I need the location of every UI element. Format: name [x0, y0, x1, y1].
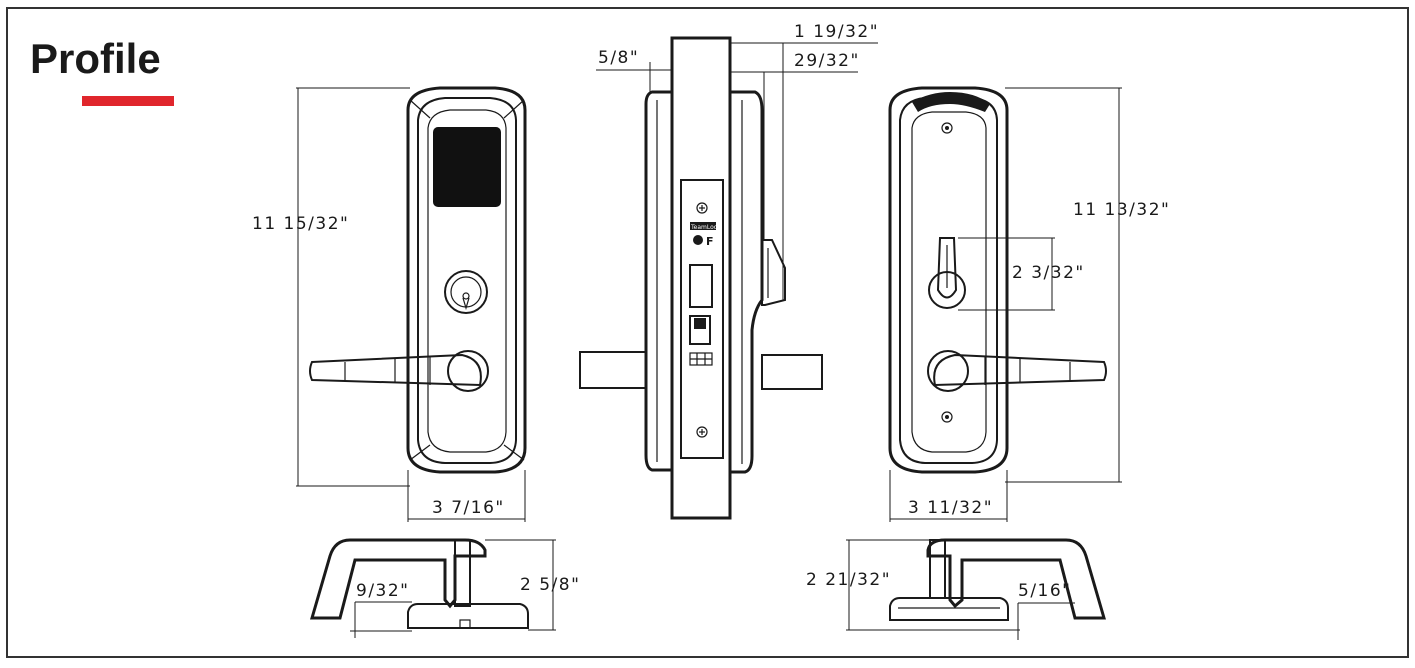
side-lever-left [579, 351, 647, 389]
back-width-label: 3 11/32" [908, 498, 993, 518]
thumbturn [928, 237, 966, 309]
back-lever [927, 350, 1107, 392]
side-front-label: 5/8" [598, 48, 639, 68]
drawing-frame [6, 7, 1409, 658]
thumbturn-height-label: 2 3/32" [1012, 263, 1085, 283]
side-lever-right [761, 354, 823, 390]
front-height-dimension: 11 15/32" [252, 87, 410, 487]
faceplate-logo [690, 222, 716, 230]
faceplate [680, 179, 724, 459]
back-width-dimension: 3 11/32" [889, 470, 1008, 522]
front-view [309, 86, 527, 474]
deadbolt-opening [689, 315, 711, 345]
back-lever-top-view: 2 21/32" 5/16" [806, 538, 1106, 640]
title-underline [82, 96, 174, 106]
card-reader-panel [433, 127, 501, 207]
side-overall-label: 1 19/32" [794, 22, 879, 42]
front-lever-clearance-label: 9/32" [356, 581, 410, 601]
faceplate-brand-text: TeamLock [690, 224, 721, 231]
latch-opening [689, 264, 713, 308]
key-cylinder [444, 270, 488, 314]
indicator-strip [912, 92, 990, 112]
back-lever-clearance-label: 5/16" [1018, 581, 1072, 601]
side-thumbturn [761, 239, 786, 306]
page-title: Profile [30, 35, 161, 82]
front-lever [309, 350, 489, 392]
side-trim-label: 29/32" [794, 51, 860, 71]
back-lever-projection-label: 2 21/32" [806, 570, 891, 590]
front-width-dimension: 3 7/16" [407, 470, 526, 522]
side-dimensions: 1 19/32" 29/32" 5/8" [596, 22, 879, 300]
front-height-label: 11 15/32" [252, 214, 349, 234]
fire-rating-mark: F [706, 235, 714, 248]
front-lever-top-view: 2 5/8" 9/32" [310, 538, 580, 638]
fire-rating-icon [693, 235, 703, 245]
back-view [888, 86, 1107, 474]
thumbturn-dimension: 2 3/32" [958, 237, 1085, 311]
side-view: TeamLock F [579, 36, 823, 520]
front-width-label: 3 7/16" [432, 498, 505, 518]
back-height-label: 11 13/32" [1073, 200, 1170, 220]
front-lever-projection-label: 2 5/8" [520, 575, 580, 595]
back-height-dimension: 11 13/32" [1005, 87, 1170, 483]
